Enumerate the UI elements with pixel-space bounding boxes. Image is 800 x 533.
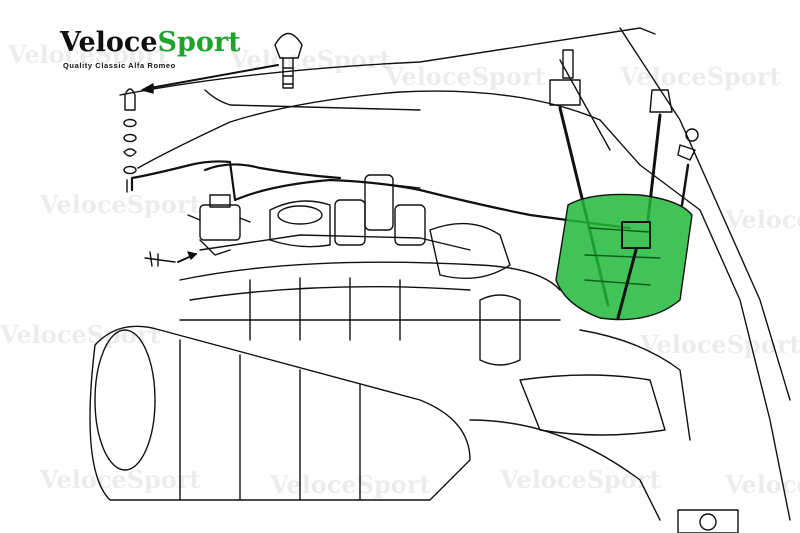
brand-logo[interactable]: VeloceSport Quality Classic Alfa Romeo [60,28,260,78]
brand-name-part1: Veloce [60,27,158,58]
bonnet-outline [119,27,791,521]
washer-reservoir-highlight [555,193,693,321]
part-stamp [677,509,739,533]
air-intake [89,325,691,521]
brand-name: VeloceSport [60,28,241,58]
brand-name-part2: Sport [157,27,241,58]
brand-tagline: Quality Classic Alfa Romeo [63,61,176,70]
washer-nozzle [141,32,303,94]
washer-pump [187,194,251,256]
washer-hose [130,160,632,230]
nozzle-parts [123,88,137,193]
mounting-bolt [144,251,197,267]
engine-block [179,174,561,366]
